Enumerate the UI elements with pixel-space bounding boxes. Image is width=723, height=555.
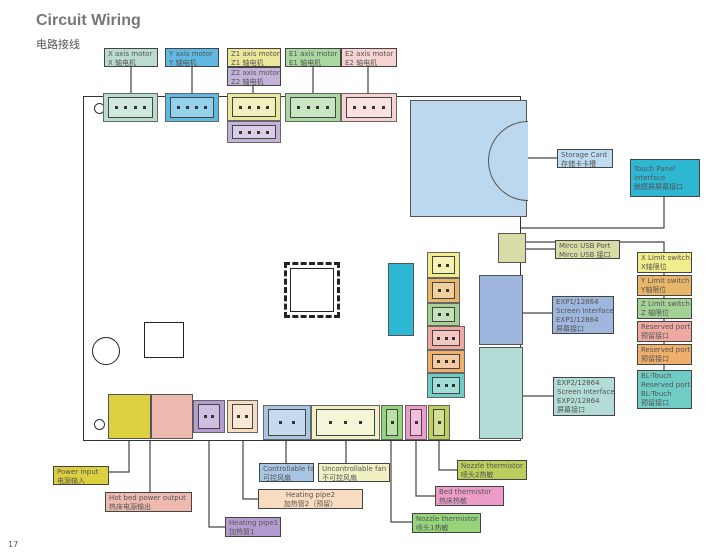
nozzle2-thermistor-connector — [428, 405, 450, 440]
y-limit-connector — [427, 278, 460, 303]
heating-pipe2-connector — [227, 400, 258, 433]
power-input-terminal — [108, 394, 151, 439]
page-title: Circuit Wiring — [36, 12, 141, 29]
x-limit-connector — [427, 252, 460, 278]
x-motor-connector — [103, 93, 158, 122]
hotbed-output-terminal — [151, 394, 193, 439]
mcu-chip — [284, 262, 340, 318]
mount-hole — [94, 419, 105, 430]
exp2-connector — [479, 347, 523, 439]
heating-pipe1-connector — [193, 400, 225, 433]
bltouch-connector — [427, 373, 465, 398]
regulator-chip — [144, 322, 184, 358]
z1-motor-connector — [227, 93, 281, 121]
z-limit-connector — [427, 303, 460, 326]
page-subtitle: 电路接线 — [36, 38, 80, 51]
z2-motor-connector — [227, 121, 281, 143]
bed-thermistor-connector — [405, 405, 427, 440]
nozzle1-thermistor-connector — [381, 405, 403, 440]
e2-motor-connector — [341, 93, 397, 122]
reserved-port-connector — [427, 350, 465, 373]
controllable-fan-connector — [263, 405, 311, 440]
usb-port — [498, 233, 526, 263]
exp1-connector — [479, 275, 523, 345]
touch-panel-connector — [388, 263, 414, 336]
uncontrollable-fan-connector — [311, 405, 380, 440]
capacitor — [92, 337, 120, 365]
sd-card-slot — [410, 100, 528, 217]
y-motor-connector — [165, 93, 219, 122]
e1-motor-connector — [285, 93, 341, 122]
page-number: 17 — [8, 540, 19, 549]
reserved-port-connector — [427, 326, 465, 350]
